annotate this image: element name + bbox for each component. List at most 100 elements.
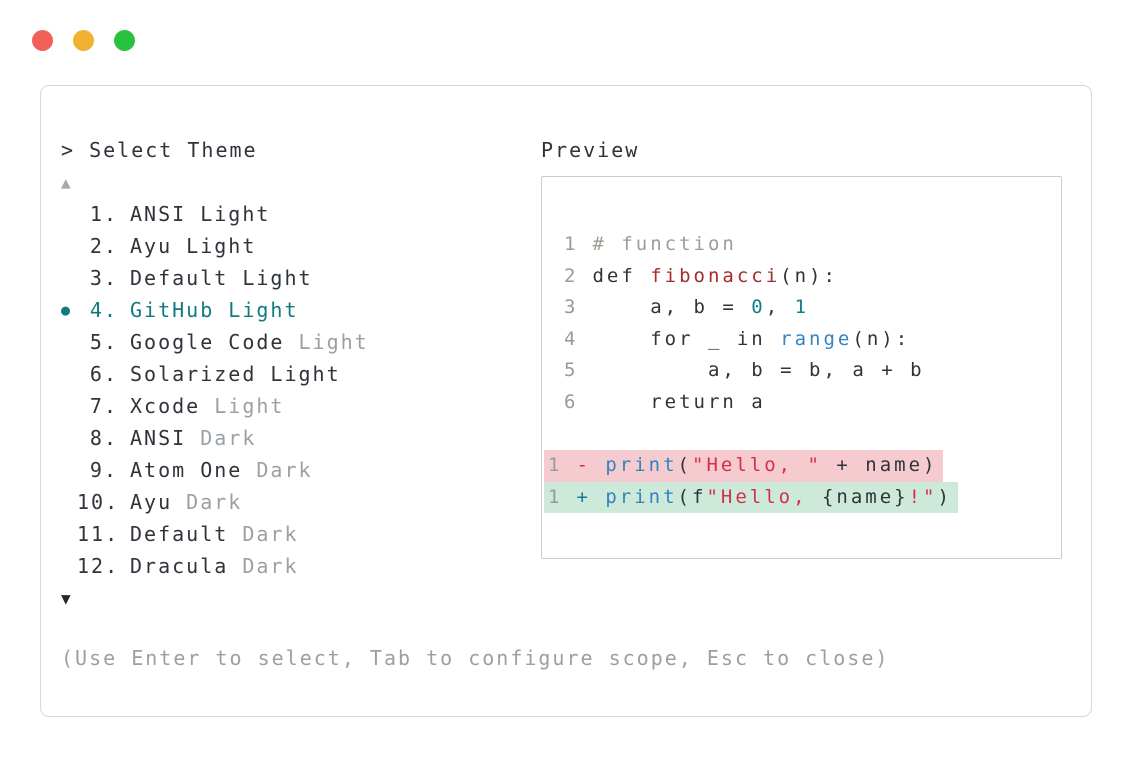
theme-list-item-dracula-dark[interactable]: 12. Dracula Dark bbox=[61, 550, 531, 582]
theme-number: 9. bbox=[89, 458, 118, 482]
code-token: def bbox=[592, 264, 651, 287]
scroll-down-row: ▼ bbox=[61, 582, 531, 614]
code-token: (n): bbox=[780, 264, 838, 287]
code-token: + name) bbox=[821, 454, 938, 477]
theme-variant-dim: Dark bbox=[186, 426, 257, 450]
diff-removed-line: 1- print("Hello, " + name) bbox=[544, 450, 944, 482]
theme-number: 8. bbox=[89, 426, 118, 450]
theme-list-item-ayu-light[interactable]: 2. Ayu Light bbox=[61, 230, 531, 262]
selected-bullet-icon: ● bbox=[61, 301, 71, 319]
theme-name: Default bbox=[130, 522, 229, 546]
scroll-up-icon[interactable]: ▲ bbox=[61, 172, 71, 192]
theme-name: Google Code bbox=[130, 330, 285, 354]
code-token: a, b = bbox=[592, 296, 752, 319]
theme-number: 7. bbox=[89, 394, 118, 418]
prompt-text: > Select Theme bbox=[61, 138, 258, 162]
code-line: 5 a, b = b, a + b bbox=[564, 355, 925, 387]
theme-number: 5. bbox=[89, 330, 118, 354]
footer-hint: (Use Enter to select, Tab to configure s… bbox=[61, 646, 890, 670]
theme-list-item-xcode-light[interactable]: 7.Xcode Light bbox=[61, 390, 531, 422]
diff-added-line: 1 + print(f"Hello, {name}!") bbox=[544, 481, 958, 514]
theme-variant-dim: Dark bbox=[172, 490, 243, 514]
code-token: "Hello, " bbox=[692, 454, 822, 477]
theme-number: 10. bbox=[77, 490, 120, 514]
theme-number: 1. bbox=[89, 202, 118, 226]
theme-name: ANSI Light bbox=[130, 202, 271, 226]
theme-list-item-github-light[interactable]: ●4.GitHub Light bbox=[61, 294, 531, 326]
theme-name: Solarized Light bbox=[130, 362, 341, 386]
code-blank-line bbox=[564, 419, 578, 451]
theme-variant-dim: Light bbox=[200, 394, 285, 418]
line-number: 2 bbox=[564, 264, 579, 287]
line-number: 1 bbox=[548, 485, 563, 508]
code-token: # function bbox=[592, 233, 737, 255]
theme-list-item-default-light[interactable]: 3. Default Light bbox=[61, 262, 531, 294]
theme-name: Ayu bbox=[130, 490, 173, 514]
theme-list-item-ayu-dark[interactable]: 10. Ayu Dark bbox=[61, 486, 531, 518]
theme-list-item-ansi-dark[interactable]: 8. ANSI Dark bbox=[61, 422, 531, 454]
code-token: - bbox=[576, 454, 606, 477]
theme-picker-panel: > Select Theme ▲ 1. ANSI Light 2. Ayu Light… bbox=[40, 85, 1092, 717]
code-token: fibonacci bbox=[650, 264, 781, 287]
scroll-up-row: ▲ bbox=[61, 166, 531, 198]
code-token: !" bbox=[908, 485, 938, 508]
code-token: 1 bbox=[794, 296, 810, 319]
line-number: 6 bbox=[564, 390, 579, 413]
theme-number: 3. bbox=[89, 266, 118, 290]
line-number: 3 bbox=[564, 296, 579, 319]
theme-number: 2. bbox=[89, 234, 118, 258]
line-number: 5 bbox=[564, 359, 579, 382]
code-token: 0 bbox=[751, 296, 766, 319]
theme-selector-column: > Select Theme ▲ 1. ANSI Light 2. Ayu Light… bbox=[61, 134, 531, 614]
theme-variant-dim: Dark bbox=[228, 554, 299, 578]
theme-list-item-default-dark[interactable]: 11.Default Dark bbox=[61, 518, 531, 550]
theme-name: ANSI bbox=[130, 426, 187, 450]
code-token: a, b = b, a + b bbox=[592, 359, 925, 382]
theme-name: Default Light bbox=[130, 266, 313, 290]
theme-list-item-atom-one-dark[interactable]: 9. Atom One Dark bbox=[61, 454, 531, 486]
theme-name: Ayu Light bbox=[130, 234, 257, 258]
theme-list-item-ansi-light[interactable]: 1. ANSI Light bbox=[61, 198, 531, 230]
theme-name: Atom One bbox=[130, 458, 243, 482]
code-token: ) bbox=[937, 485, 952, 508]
code-token: for _ in bbox=[592, 327, 781, 350]
code-line: 6 return a bbox=[564, 387, 766, 419]
minimize-window-button[interactable] bbox=[73, 30, 94, 51]
code-token: ( bbox=[677, 454, 692, 477]
code-line: 3 a, b = 0, 1 bbox=[564, 292, 809, 324]
line-number: 1 bbox=[564, 233, 579, 255]
theme-number: 6. bbox=[89, 362, 118, 386]
zoom-window-button[interactable] bbox=[114, 30, 135, 51]
code-token: print bbox=[605, 485, 678, 508]
theme-variant-dim: Light bbox=[284, 330, 369, 354]
line-number: 4 bbox=[564, 327, 579, 350]
code-token: (n): bbox=[852, 327, 911, 350]
theme-name: Dracula bbox=[130, 554, 229, 578]
code-token: range bbox=[780, 327, 853, 350]
preview-label: Preview bbox=[541, 138, 640, 162]
code-token: print bbox=[605, 454, 678, 477]
code-token: (f bbox=[677, 485, 707, 508]
theme-name: GitHub Light bbox=[130, 298, 299, 322]
close-window-button[interactable] bbox=[32, 30, 53, 51]
code-token: return a bbox=[592, 390, 766, 413]
theme-number: 12. bbox=[77, 554, 120, 578]
code-token: , bbox=[765, 296, 795, 319]
code-line: 1 # function bbox=[564, 229, 737, 261]
code-line: 4 for _ in range(n): bbox=[564, 324, 910, 356]
code-token: + bbox=[576, 485, 606, 508]
scroll-down-icon[interactable]: ▼ bbox=[61, 588, 71, 608]
theme-list-item-google-code-light[interactable]: 5. Google Code Light bbox=[61, 326, 531, 358]
code-token: {name} bbox=[821, 485, 909, 508]
prompt: > Select Theme bbox=[61, 134, 531, 166]
code-token: "Hello, bbox=[706, 485, 822, 508]
theme-variant-dim: Dark bbox=[242, 458, 313, 482]
code-line: 2 def fibonacci(n): bbox=[564, 261, 838, 293]
window-controls bbox=[32, 30, 135, 51]
theme-number: 11. bbox=[77, 522, 120, 546]
line-number: 1 bbox=[548, 454, 563, 477]
theme-list: 1. ANSI Light 2. Ayu Light 3. Default Light ●4… bbox=[61, 198, 531, 582]
theme-list-item-solarized-light[interactable]: 6. Solarized Light bbox=[61, 358, 531, 390]
